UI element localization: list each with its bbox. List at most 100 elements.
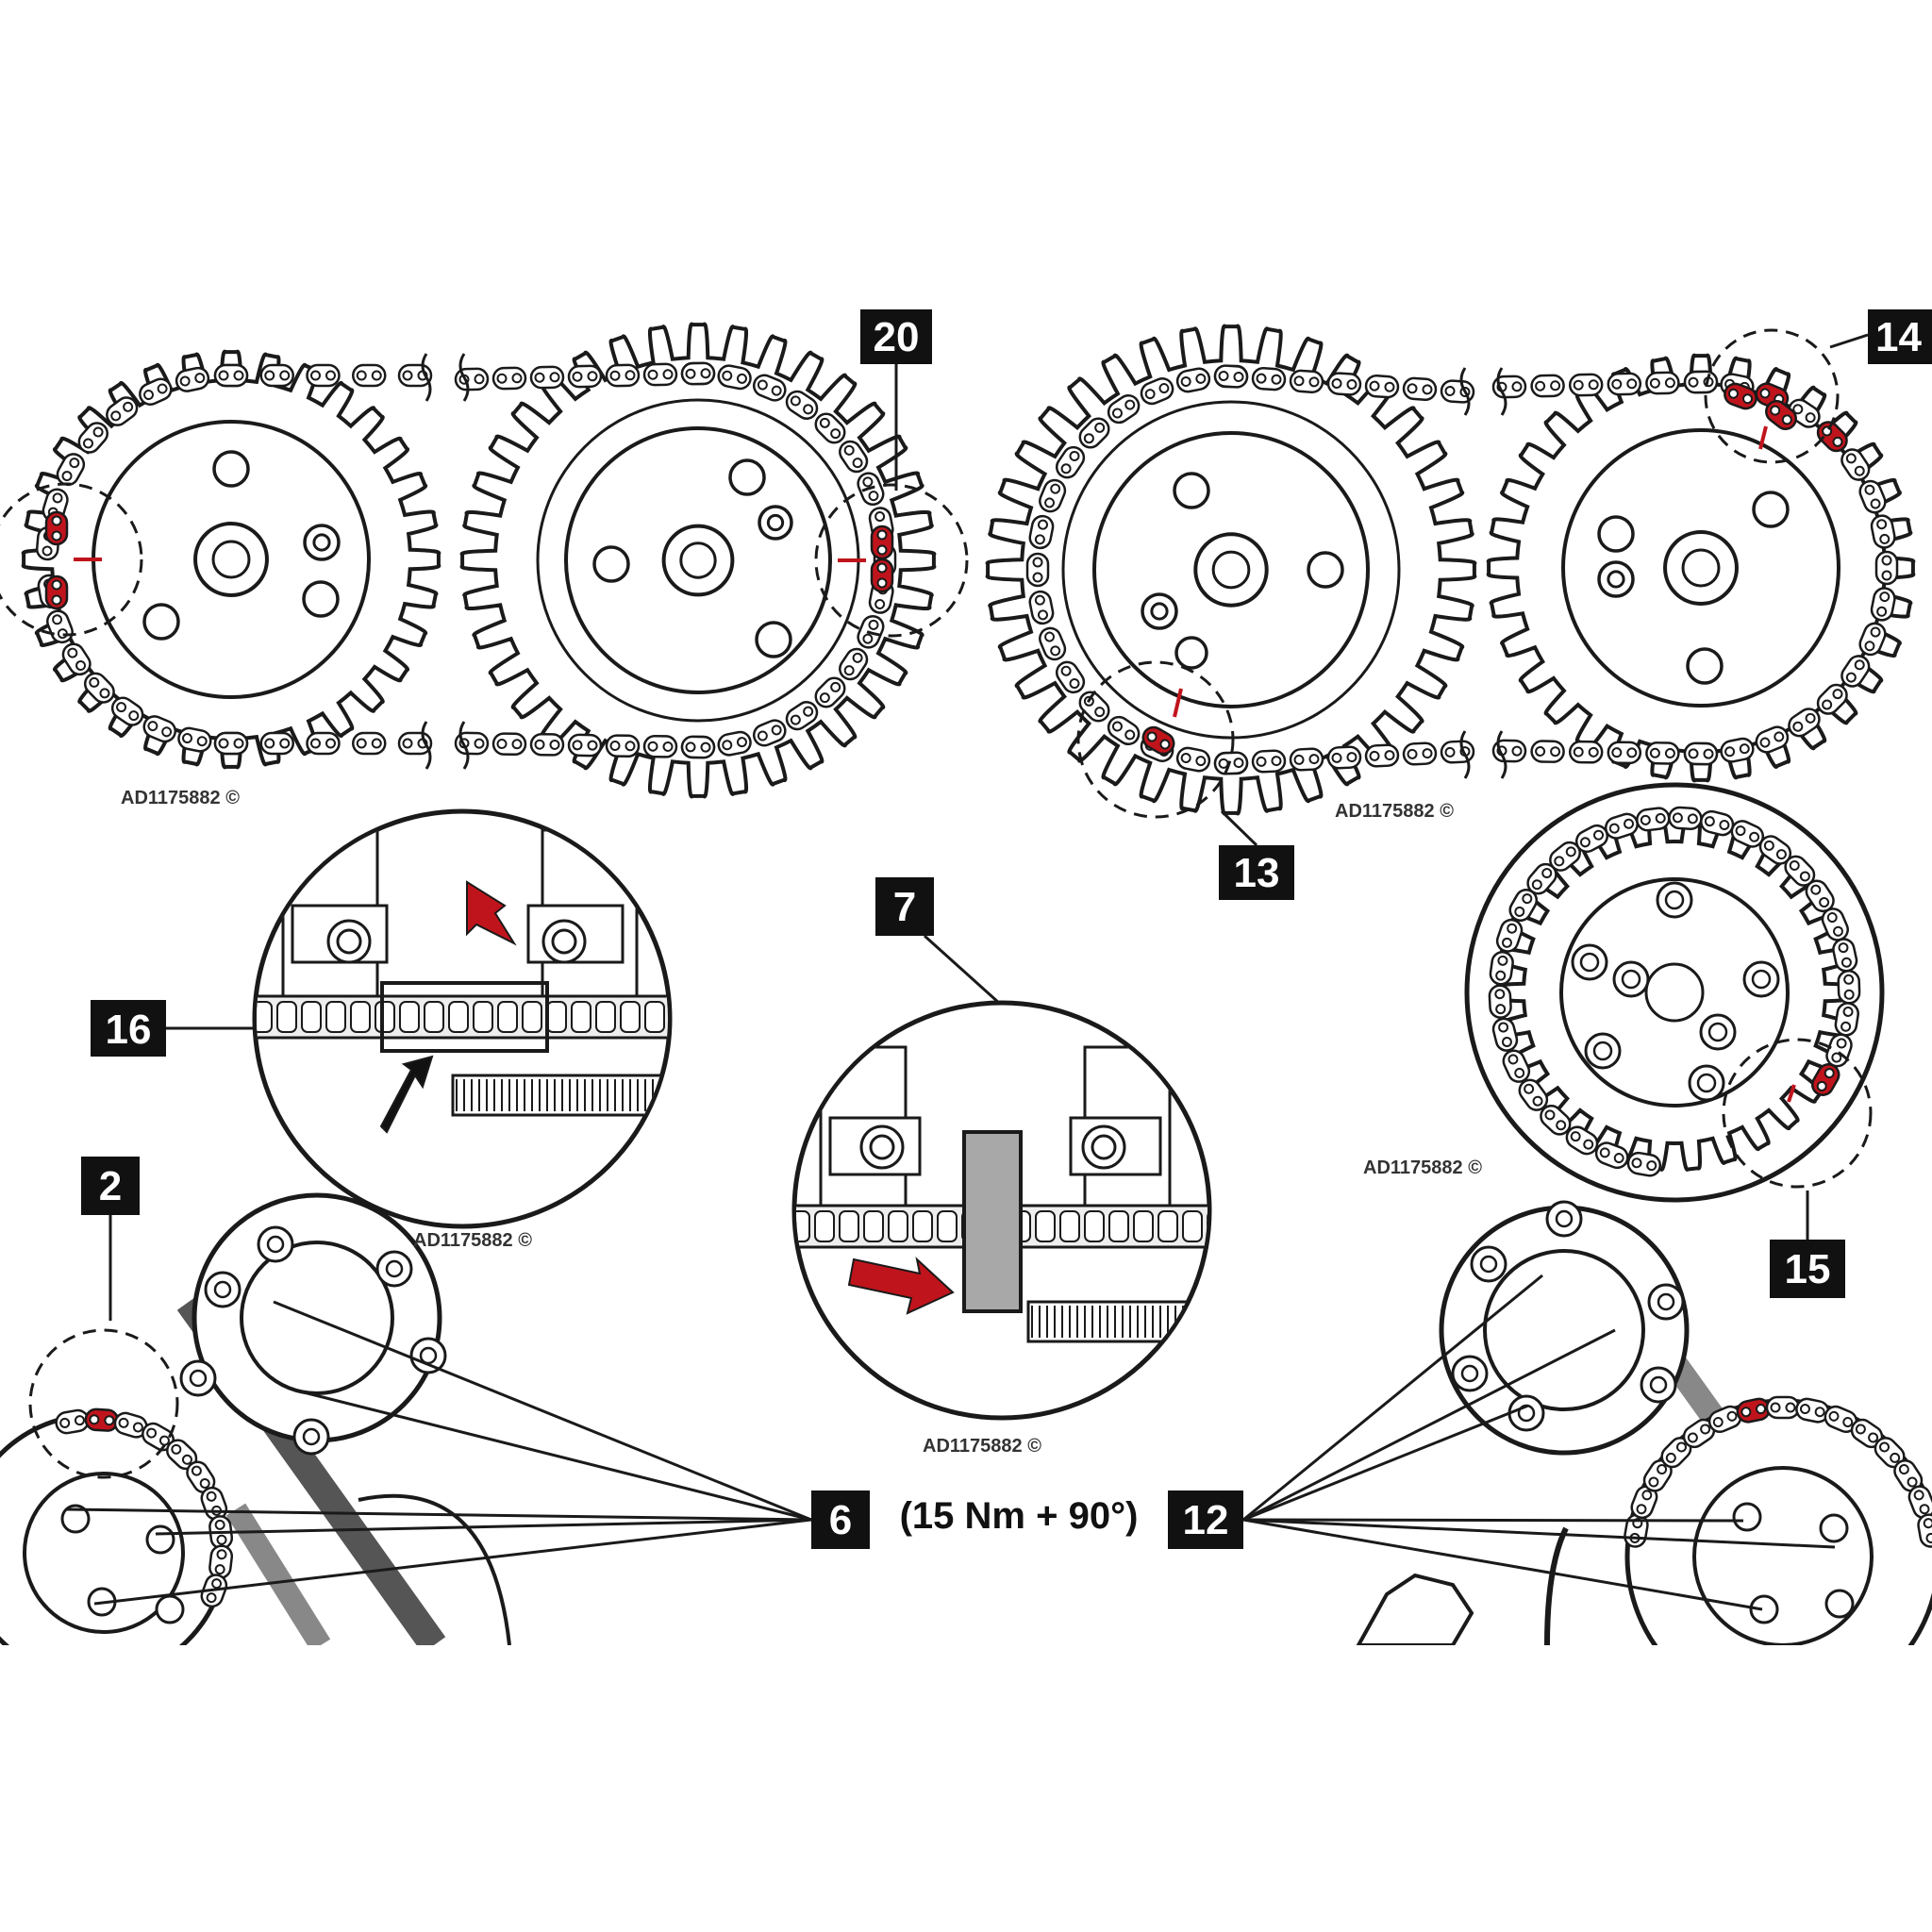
chain-link — [839, 440, 869, 474]
bolt-hole-inner — [1579, 952, 1600, 973]
chain-link — [529, 732, 565, 757]
chain-link — [814, 676, 846, 708]
chain-link — [1683, 370, 1719, 394]
chain-link — [1720, 737, 1755, 763]
chain-link — [1108, 1210, 1129, 1242]
sprocket-edge — [451, 1074, 668, 1117]
bolt-hole — [592, 545, 630, 583]
chain-link — [1604, 812, 1639, 840]
hub-ring — [1692, 1466, 1874, 1645]
bolt-hole-inner — [1696, 1073, 1717, 1093]
bolt-hole-inner — [1657, 1292, 1675, 1311]
callout-7: 7 — [875, 877, 934, 936]
leader-line — [1829, 333, 1869, 349]
chain-link — [680, 735, 716, 759]
chain-link — [352, 731, 387, 756]
bolt-hole-inner — [1664, 890, 1685, 910]
chain-link — [1028, 514, 1055, 550]
chain-link — [1326, 372, 1362, 396]
chain-link — [839, 647, 869, 681]
copyright-top-left: AD1175882 © — [121, 788, 240, 808]
chain-link — [1700, 809, 1735, 837]
locking-tool-icon — [962, 1130, 1023, 1313]
chain-link — [276, 1001, 297, 1033]
chain-link — [1530, 374, 1565, 398]
copyright-top-right: AD1175882 © — [1335, 801, 1454, 822]
alignment-mark — [1787, 1084, 1796, 1103]
detail-circle — [1076, 660, 1235, 819]
chain-link — [1874, 550, 1899, 586]
bolt-hole — [1819, 1513, 1849, 1543]
marked-link-icon — [870, 525, 894, 560]
leader-line — [1242, 1518, 1836, 1549]
chain-link — [605, 363, 641, 388]
chain-link — [752, 719, 787, 747]
chain-link — [1059, 1210, 1080, 1242]
chain-link — [785, 390, 819, 420]
chain-link — [1495, 918, 1524, 953]
leader-line — [1220, 809, 1258, 847]
leader-line — [65, 1507, 812, 1522]
bolt-hole-inner — [1479, 1255, 1498, 1274]
callout-14: 14 — [1868, 309, 1932, 364]
hub-bore — [211, 540, 251, 579]
bolt-hole-inner — [1460, 1364, 1479, 1383]
bolt-hole-inner — [1751, 969, 1772, 990]
callout-6: 6 — [811, 1491, 870, 1549]
chain-link — [1025, 552, 1050, 588]
bolt-hole — [155, 1594, 185, 1624]
chain-link — [1821, 908, 1849, 941]
bolt-hole — [212, 450, 250, 488]
chain-link — [1364, 375, 1400, 399]
svg-text:12: 12 — [1183, 1497, 1229, 1543]
chain-link — [454, 731, 490, 756]
detail-circle — [0, 482, 143, 637]
detail-circle — [814, 483, 969, 638]
leader-line — [1242, 1404, 1529, 1522]
dowel-pin — [312, 533, 331, 552]
dowel-pin — [1607, 570, 1625, 589]
copyright-detail-16: AD1175882 © — [413, 1230, 532, 1251]
chain-link — [1858, 479, 1887, 514]
leader-line — [1242, 1328, 1616, 1522]
chain-link — [1816, 683, 1848, 715]
chain-link — [1489, 951, 1514, 986]
bolt-head-inner — [869, 1134, 895, 1160]
leader-line — [1242, 1518, 1763, 1611]
leader-line — [155, 1518, 812, 1536]
chain-link — [1565, 1125, 1599, 1156]
detail-circle — [1704, 328, 1840, 464]
chain-link — [56, 453, 86, 487]
chain-link — [1107, 715, 1141, 746]
leader-line — [923, 934, 1002, 1006]
panel-left-camshaft-sprocket — [0, 349, 441, 770]
detail-15-sprocket-mark — [1464, 782, 1885, 1240]
hub-bore — [1681, 548, 1721, 588]
chain-link — [522, 1001, 542, 1033]
chain-link — [1039, 478, 1067, 513]
chain-link — [888, 1210, 908, 1242]
chain-link — [567, 364, 603, 389]
chain-clamp-tool — [380, 981, 549, 1053]
chain-link — [1182, 1210, 1203, 1242]
break-line — [421, 721, 432, 770]
marked-link-icon — [44, 575, 69, 610]
chain-link — [257, 1001, 273, 1033]
chain-link — [1289, 747, 1324, 772]
chain-link — [1440, 379, 1475, 404]
svg-text:2: 2 — [99, 1163, 122, 1209]
chain-link — [1540, 1104, 1572, 1136]
marked-link-icon — [1810, 1063, 1840, 1096]
chain-link — [497, 1001, 518, 1033]
chain-link — [1508, 889, 1539, 922]
bolt-hole-inner — [302, 1427, 321, 1446]
copyright-detail-15: AD1175882 © — [1363, 1158, 1482, 1178]
callout-13: 13 — [1219, 845, 1294, 900]
chain-link — [1607, 741, 1642, 765]
chain-link — [1175, 746, 1211, 773]
detail-circle — [28, 1328, 179, 1479]
chain-link — [1140, 377, 1174, 406]
chain-link — [1364, 743, 1400, 768]
bottom-right-sprockets — [1356, 1200, 1932, 1645]
chain-link — [142, 715, 177, 743]
